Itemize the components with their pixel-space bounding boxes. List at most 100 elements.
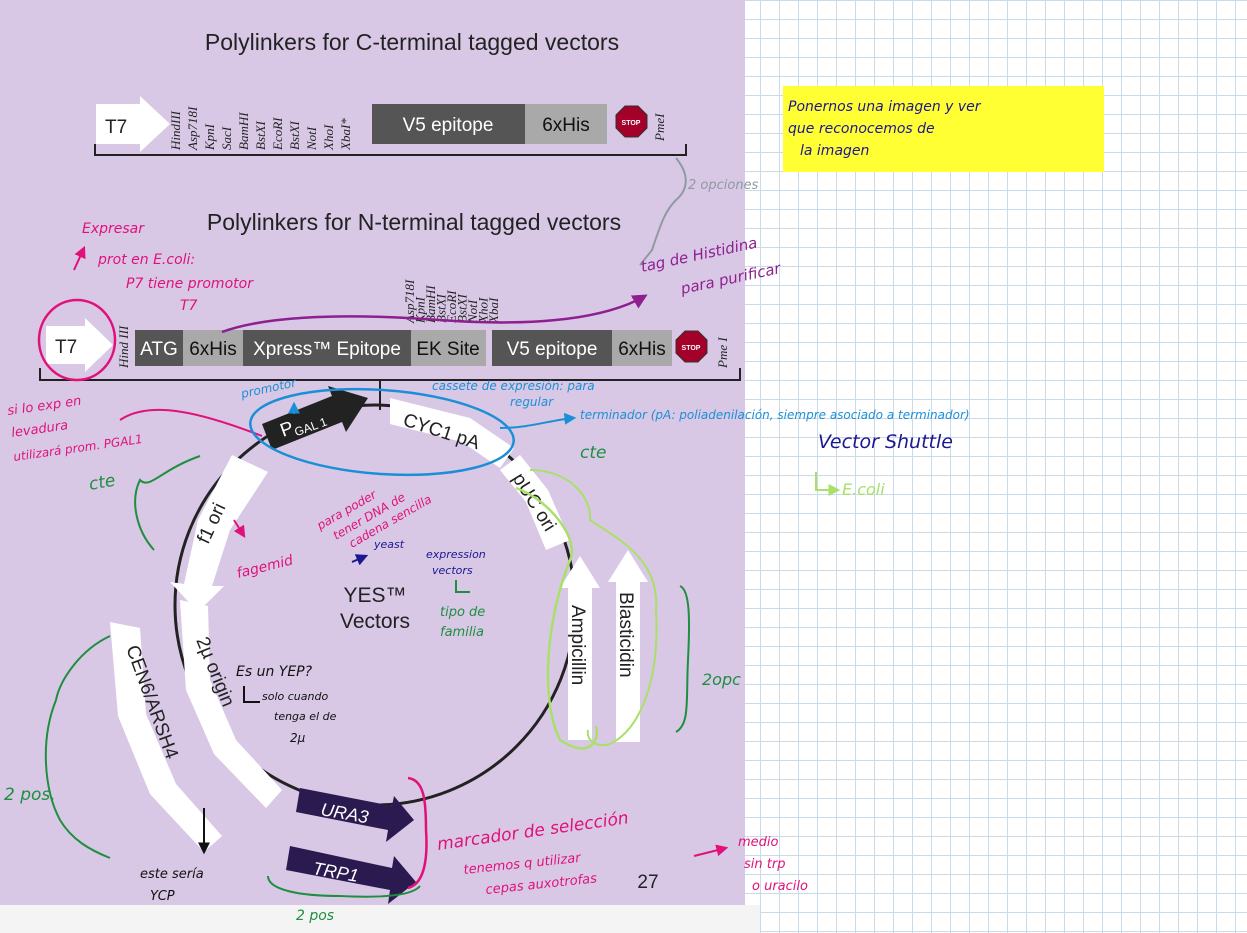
cen6-arsh4-box xyxy=(110,622,222,852)
ecoli-arrow xyxy=(815,472,841,496)
n-stop-label: STOP xyxy=(682,345,701,352)
n-ek-label: EK Site xyxy=(416,339,479,360)
puc-ori-box xyxy=(500,455,570,550)
lime-bracket-outer xyxy=(529,469,658,746)
slide-background xyxy=(0,0,745,905)
cte-left-bracket xyxy=(134,455,201,551)
lime-bracket xyxy=(515,486,599,750)
c-site-6: EcoRI xyxy=(270,117,285,151)
es-yep-line4: 2µ xyxy=(290,731,306,745)
n-restriction-sites: Asp718IKpnIBamHIBstXIEcoRIBstXINotIXhoIX… xyxy=(402,279,501,324)
es-yep-line1: Es un YEP? xyxy=(236,664,313,680)
n-stop-icon xyxy=(675,330,708,363)
es-yep-hook xyxy=(243,686,260,703)
c-stop-icon xyxy=(615,105,648,138)
c-bracket-line xyxy=(94,144,687,156)
cassette-line1: cassete de expresión: para xyxy=(432,379,595,393)
marcador-note: marcador de selección xyxy=(436,808,630,855)
cte-right-note: cte xyxy=(580,443,606,463)
n-site-6: NotI xyxy=(465,299,480,324)
yeast-arrow xyxy=(351,554,369,566)
n-t7-arrow xyxy=(46,318,113,372)
n-bracket-line xyxy=(39,368,741,381)
pos-left-bracket xyxy=(44,635,111,859)
c-terminal-title: Polylinkers for C-terminal tagged vector… xyxy=(205,29,619,55)
blasticidin-arrow xyxy=(608,550,648,742)
two-micron-origin-box xyxy=(180,600,282,808)
page-number: 27 xyxy=(637,872,658,893)
n-site-2: BamHI xyxy=(423,285,438,323)
este-seria-line1: este sería xyxy=(140,867,204,882)
medio-line3: o uracilo xyxy=(752,879,808,894)
footer-strip xyxy=(0,905,760,933)
vector-shuttle-note: Vector Shuttle xyxy=(818,431,953,453)
tenemos-line2: cepas auxotrofas xyxy=(485,871,598,898)
pgal1-arrow xyxy=(262,386,368,450)
n-t7-label: T7 xyxy=(55,337,77,358)
n-site-5: BstXI xyxy=(455,293,470,323)
n-6xhis2-box xyxy=(612,330,672,366)
dos-pos-left-note: 2 pos. xyxy=(4,785,56,805)
expresar-arrow xyxy=(73,245,86,271)
c-v5-label: V5 epitope xyxy=(403,115,494,136)
yeast-line1: yeast xyxy=(373,538,405,551)
tag-his-arrow xyxy=(221,294,648,334)
c-site-4: BamHI xyxy=(236,112,251,150)
medio-arrow xyxy=(693,844,729,857)
si-lo-exp-arrow xyxy=(119,408,263,437)
n-terminal-polylinker: T7 Hind III ATG 6xHis Xpress™ Epitope EK… xyxy=(39,279,741,410)
c-t7-label: T7 xyxy=(105,117,127,138)
n-v5-label: V5 epitope xyxy=(507,339,598,360)
medio-line2: sin trp xyxy=(744,857,785,872)
yeast-line2: expression xyxy=(426,548,486,561)
n-site-7: XhoI xyxy=(476,297,491,324)
n-site-3: BstXI xyxy=(434,293,449,323)
c-site-1: Asp718I xyxy=(185,106,200,151)
cassette-line2: regular xyxy=(510,395,554,409)
c-6xhis-box xyxy=(525,104,607,144)
c-v5-epitope-box xyxy=(372,104,525,144)
pos-bottom-bracket xyxy=(267,875,421,898)
este-seria-line2: YCP xyxy=(150,889,175,904)
opciones-bracket xyxy=(639,157,687,266)
c-site-3: SacI xyxy=(219,126,234,150)
tipo-line2: familia xyxy=(440,625,484,640)
blasticidin-label: Blasticidin xyxy=(615,592,636,678)
cte-left-note: cte xyxy=(87,471,117,495)
n-site-1: KpnI xyxy=(413,296,428,324)
expresar-line1: Expresar xyxy=(82,221,145,237)
c-pmei-label: PmeI xyxy=(652,113,667,142)
n-v5-box xyxy=(492,330,612,366)
si-lo-exp-line1: si lo exp en xyxy=(6,394,82,419)
fagemid-arrow xyxy=(233,519,246,539)
expresar-line2: prot en E.coli: xyxy=(97,252,195,268)
tipo-line1: tipo de xyxy=(440,605,485,620)
n-ek-box xyxy=(411,330,486,366)
n-site-4: EcoRI xyxy=(444,290,459,324)
tipo-hook xyxy=(455,580,470,593)
n-6xhis-label: 6xHis xyxy=(189,339,237,360)
n-site-0: Asp718I xyxy=(402,279,417,324)
c-site-10: XbaI* xyxy=(338,118,353,151)
yes-vectors-title: YES™ xyxy=(343,584,406,607)
yellow-note-line2: que reconocemos de xyxy=(788,121,935,137)
c-site-9: XhoI xyxy=(321,124,336,151)
cyc1-pa-box xyxy=(390,398,514,468)
yellow-highlight xyxy=(783,86,1104,172)
cassette-ellipse xyxy=(249,387,515,477)
c-stop-label: STOP xyxy=(622,120,641,127)
ura3-arrow xyxy=(296,788,414,842)
fagemid-note: fagemid xyxy=(235,552,295,581)
marcador-bracket xyxy=(407,776,428,890)
c-site-7: BstXI xyxy=(287,120,302,150)
f1-ori-arrow xyxy=(170,455,268,612)
c-6xhis-label: 6xHis xyxy=(542,115,590,136)
medio-line1: medio xyxy=(738,835,779,850)
terminador-arrow xyxy=(499,412,577,429)
c-site-8: NotI xyxy=(304,126,319,151)
n-6xhis-box xyxy=(183,330,243,366)
c-t7-arrow xyxy=(96,96,170,152)
n-hindiii-label: Hind III xyxy=(116,325,131,369)
